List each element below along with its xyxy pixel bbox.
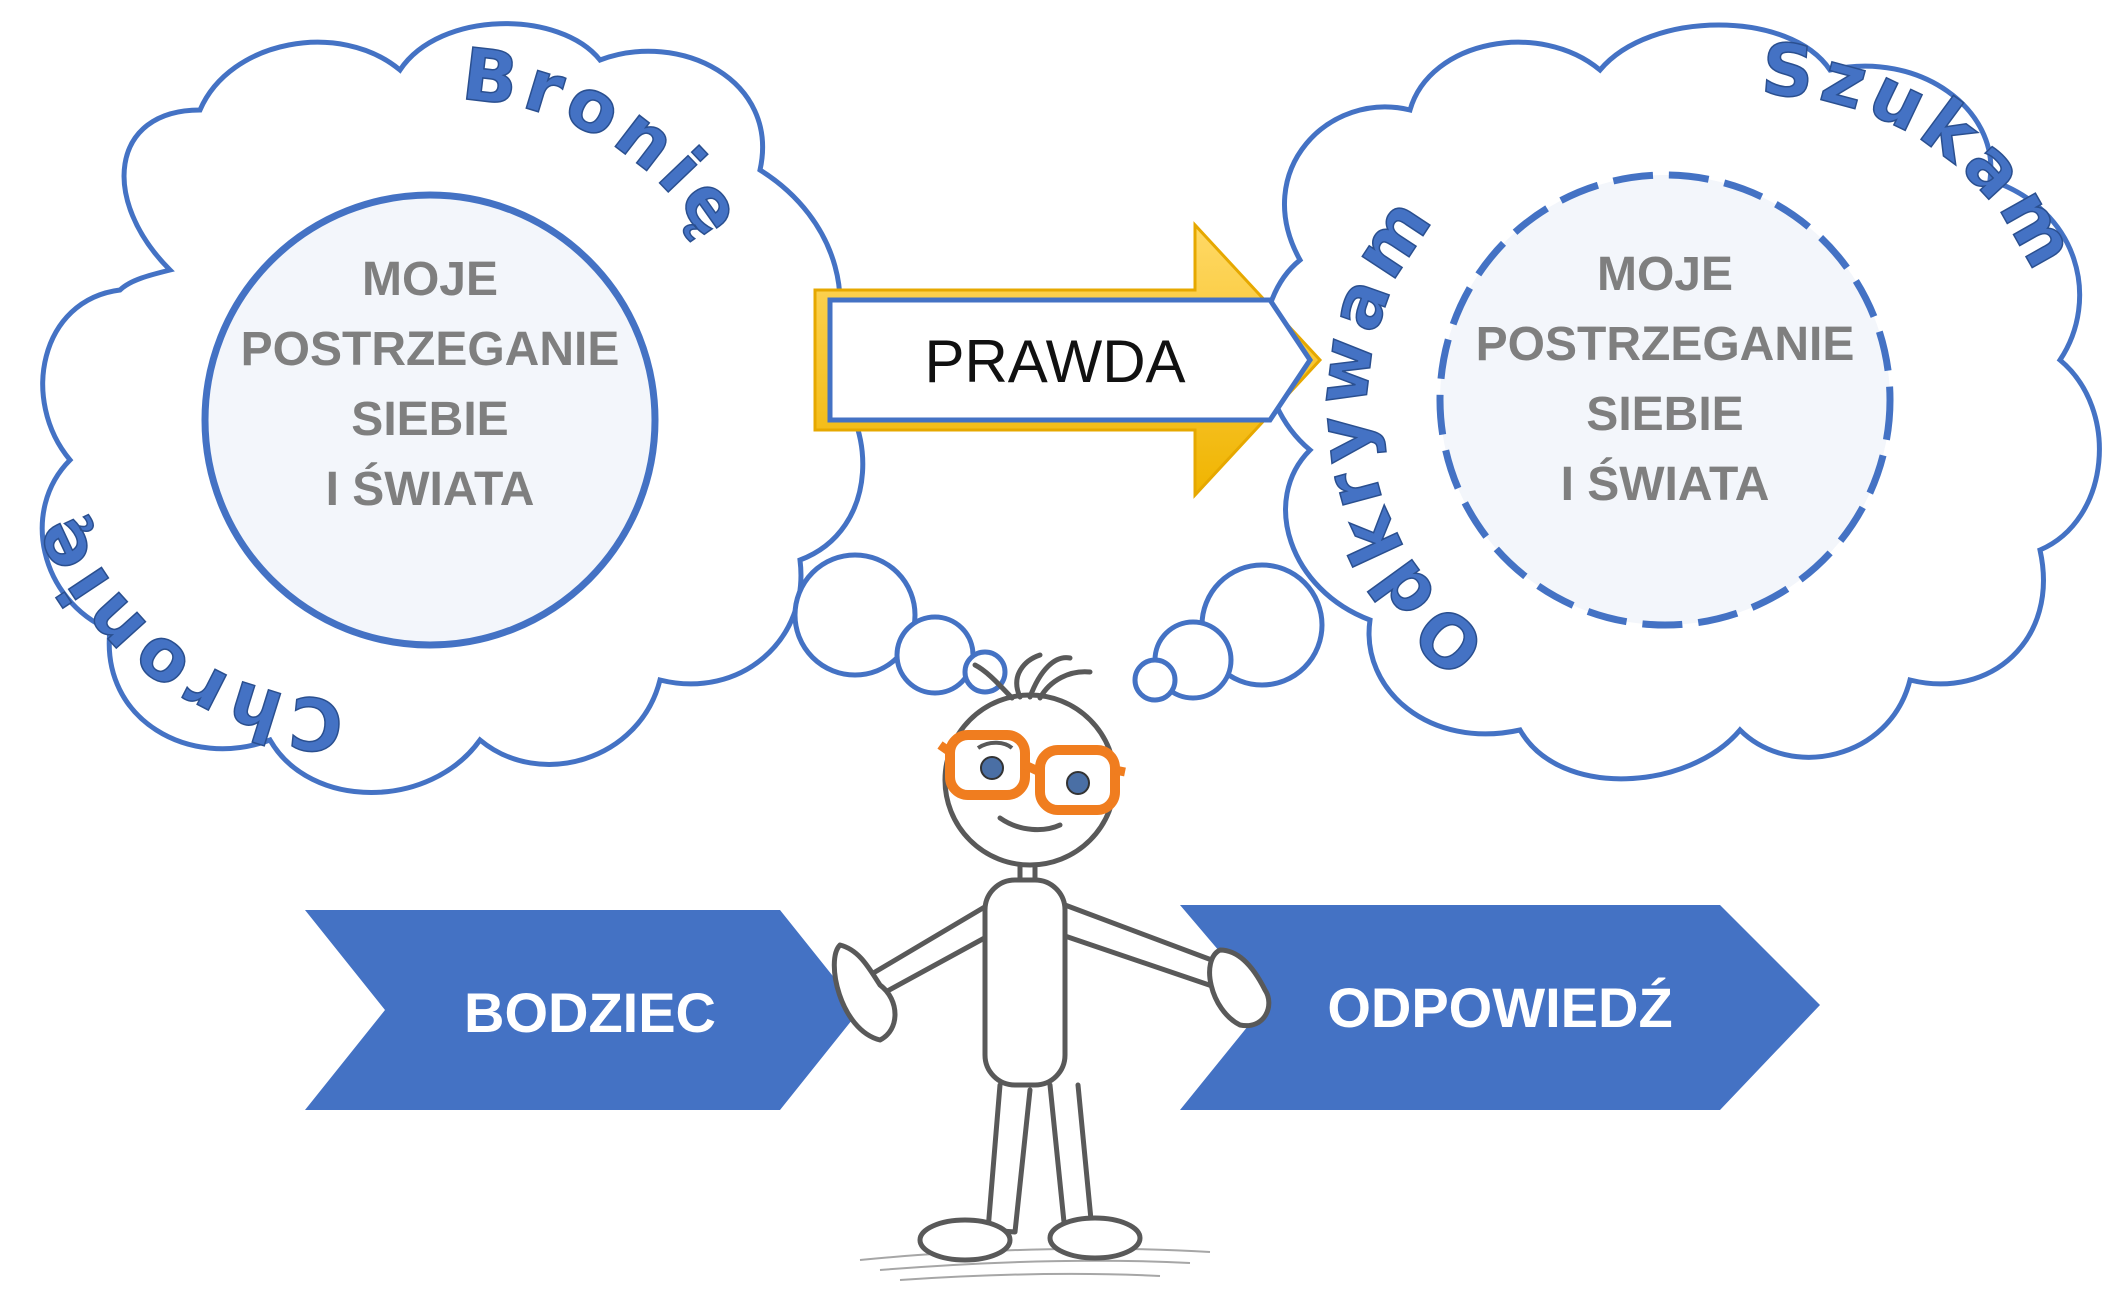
odpowiedz-label: ODPOWIEDŹ: [1327, 976, 1672, 1039]
glasses-bridge: [1023, 760, 1042, 777]
left-perception-circle-fill: [205, 195, 655, 645]
prawda-label: PRAWDA: [924, 328, 1185, 395]
right-perception-circle-fill: [1440, 175, 1890, 625]
mouth: [997, 815, 1063, 833]
right-center-line-3: SIEBIE: [1586, 388, 1743, 441]
ground-shadow: [859, 1247, 1211, 1281]
thought-bubble-large-left: [792, 552, 918, 678]
left-center-line-3: SIEBIE: [351, 393, 508, 446]
left-arm: [867, 902, 993, 998]
right-eye: [1066, 771, 1090, 795]
left-center-line-1: MOJE: [362, 253, 498, 306]
prawda-arrow: PRAWDA: [813, 221, 1323, 499]
left-leg: [985, 1082, 1033, 1235]
left-thought-cloud: Chronię Bronię MOJE POSTRZEGANIE SIEBIE …: [9, 21, 866, 795]
odpowiedz-chevron: ODPOWIEDŹ: [1180, 905, 1820, 1110]
glasses-temple-left: [937, 741, 953, 756]
right-foot: [1047, 1215, 1143, 1261]
bodziec-label: BODZIEC: [464, 981, 716, 1044]
thought-bubbles: [792, 552, 1325, 703]
left-hand: [831, 942, 898, 1043]
stick-figure: [831, 652, 1272, 1281]
right-center-line-1: MOJE: [1597, 248, 1733, 301]
left-perception-circle: [201, 191, 659, 649]
left-eyebrow: [976, 740, 1014, 750]
glasses-temple-right: [1114, 765, 1126, 777]
thought-bubble-medium-left: [894, 614, 976, 696]
white-arrow-label-box: [827, 297, 1314, 423]
bodziec-chevron: BODZIEC: [305, 910, 860, 1110]
hair: [972, 652, 1093, 701]
right-hand: [1207, 947, 1272, 1029]
thought-bubble-small-right: [1132, 657, 1178, 703]
left-eye: [980, 756, 1004, 780]
left-foot: [917, 1217, 1013, 1263]
left-center-line-2: POSTRZEGANIE: [241, 323, 620, 376]
right-leg: [1047, 1082, 1095, 1235]
right-thought-cloud: Odkrywam Szukam MOJE POSTRZEGANIE SIEBIE…: [1261, 22, 2102, 782]
odpowiedz-chevron-shape: [1180, 905, 1820, 1110]
right-perception-circle-dashed: [1436, 171, 1894, 629]
body: [982, 877, 1068, 1088]
bodziec-chevron-shape: [305, 910, 860, 1110]
right-center-line-4: I ŚWIATA: [1561, 456, 1770, 511]
left-center-line-4: I ŚWIATA: [326, 461, 535, 516]
right-center-line-2: POSTRZEGANIE: [1476, 318, 1855, 371]
